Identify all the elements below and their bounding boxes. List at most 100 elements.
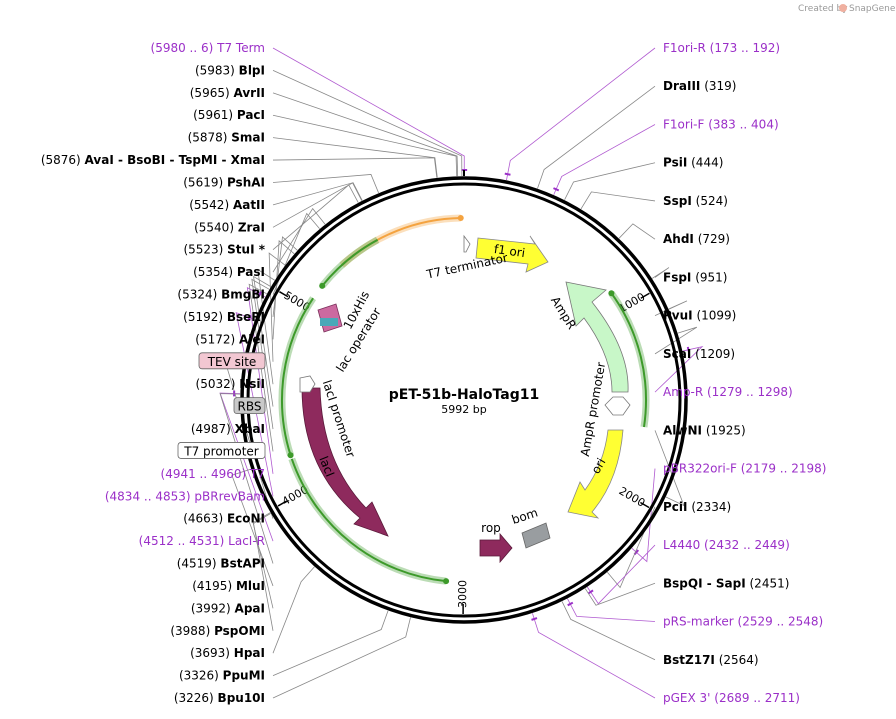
site-text: (5542) AatII [189, 198, 265, 212]
site-label-pbrrevbam[interactable]: (4834 .. 4853) pBRrevBam [105, 489, 265, 503]
site-text: PciI (2334) [663, 500, 731, 514]
site-label-paci[interactable]: (5961) PacI [193, 108, 265, 122]
site-label-hpai[interactable]: (3693) HpaI [190, 646, 265, 660]
site-label-bseri[interactable]: (5192) BseRI [183, 310, 265, 324]
laci-arrow[interactable] [301, 387, 389, 537]
f1-ori-arrow[interactable] [475, 235, 549, 273]
bom-box[interactable] [521, 522, 551, 549]
site-label-pcii[interactable]: PciI (2334) [663, 500, 731, 514]
site-text: (5619) PshAI [183, 175, 265, 189]
rop-arrow[interactable] [479, 532, 513, 564]
ampr-arrow[interactable] [565, 281, 629, 393]
site-text: (4834 .. 4853) pBRrevBam [105, 489, 265, 503]
site-text: (4519) BstAPI [177, 557, 265, 571]
outer-feature-arc[interactable] [321, 238, 379, 287]
site-label-blpi[interactable]: (5983) BlpI [195, 63, 265, 77]
site-label-laci-r[interactable]: (4512 .. 4531) LacI-R [139, 534, 265, 548]
site-label-f1ori-r[interactable]: F1ori-R (173 .. 192) [663, 41, 780, 55]
site-label-avrii[interactable]: (5965) AvrII [190, 86, 265, 100]
site-label-pgex-3[interactable]: pGEX 3' (2689 .. 2711) [663, 691, 800, 705]
leader-line [272, 617, 411, 699]
outer-feature-arc[interactable] [341, 217, 461, 266]
site-position: (5324) [177, 288, 221, 302]
leader-line [272, 92, 459, 177]
site-label-pvui[interactable]: PvuI (1099) [663, 309, 736, 323]
site-name: BstAPI [220, 557, 265, 571]
feature-box [177, 442, 266, 459]
site-name: ZraI [238, 220, 265, 234]
site-position: (5542) [189, 198, 233, 212]
site-label-fspi[interactable]: FspI (951) [663, 270, 728, 284]
laci-promoter-marker[interactable] [299, 375, 316, 393]
outer-feature-arc[interactable] [610, 292, 647, 428]
site-position: (383 .. 404) [704, 117, 778, 131]
site-label-bstz17i[interactable]: BstZ17I (2564) [663, 653, 759, 667]
site-label-draiii[interactable]: DraIII (319) [663, 79, 736, 93]
site-name: AvaI - BsoBI - TspMI - XmaI [85, 153, 265, 167]
site-label-ppumi[interactable]: (3326) PpuMI [179, 669, 265, 683]
t7-terminator-marker[interactable] [463, 234, 471, 253]
leader-line [272, 137, 438, 178]
primer-mark [531, 617, 538, 621]
leader-line [272, 207, 326, 273]
site-label-rbs[interactable]: RBS [233, 397, 266, 415]
site-label-alwni[interactable]: AlwNI (1925) [663, 423, 746, 437]
site-label-l4440[interactable]: L4440 (2432 .. 2449) [663, 538, 790, 552]
site-name: BspQI - SapI [663, 576, 746, 590]
site-label-alei[interactable]: (5172) AleI [195, 332, 265, 346]
leader-line [651, 267, 670, 279]
site-label-tev-site[interactable]: TEV site [198, 352, 266, 370]
site-label-psii[interactable]: PsiI (444) [663, 156, 723, 170]
site-label-bstapi[interactable]: (4519) BstAPI [177, 557, 265, 571]
site-label-amp-r[interactable]: Amp-R (1279 .. 1298) [663, 385, 793, 399]
outer-feature-arrowhead [287, 452, 294, 459]
site-label-smai[interactable]: (5878) SmaI [188, 131, 265, 145]
primer-mark [587, 589, 594, 595]
outer-feature-arc[interactable] [290, 458, 447, 583]
site-name: pBR322ori-F [663, 462, 737, 476]
outer-feature-arc[interactable] [281, 297, 314, 456]
site-label-f1ori-f[interactable]: F1ori-F (383 .. 404) [663, 117, 779, 131]
site-label-prs-marker[interactable]: pRS-marker (2529 .. 2548) [663, 615, 823, 629]
site-position: (4519) [177, 557, 221, 571]
ampr-promoter-marker[interactable] [604, 396, 631, 416]
primer-mark [257, 291, 263, 298]
site-label-zrai[interactable]: (5540) ZraI [194, 220, 265, 234]
site-label-nsii[interactable]: (5032) NsiI [196, 377, 265, 391]
site-label-pspomi[interactable]: (3988) PspOMI [170, 624, 265, 638]
site-label-scai[interactable]: ScaI (1209) [663, 347, 735, 361]
site-label-t7-term[interactable]: (5980 .. 6) T7 Term [151, 41, 265, 55]
leader-line [272, 239, 295, 340]
site-label-t7[interactable]: (4941 .. 4960) T7 [161, 467, 265, 481]
site-label-pshai[interactable]: (5619) PshAI [183, 175, 265, 189]
site-label-bmgbi[interactable]: (5324) BmgBI [177, 288, 265, 302]
leader-line [580, 191, 656, 210]
site-label-aatii[interactable]: (5542) AatII [189, 198, 265, 212]
site-label-stui[interactable]: (5523) StuI * [183, 243, 265, 257]
site-label-t7-promoter[interactable]: T7 promoter [177, 442, 266, 459]
site-label-ahdi[interactable]: AhdI (729) [663, 232, 730, 246]
ori-arrow[interactable] [567, 429, 624, 519]
site-position: (173 .. 192) [706, 41, 780, 55]
site-name: AvrII [233, 86, 265, 100]
site-text: (5961) PacI [193, 108, 265, 122]
primer-mark [686, 346, 691, 353]
site-text: (5540) ZraI [194, 220, 265, 234]
site-label-mlui[interactable]: (4195) MluI [192, 579, 265, 593]
site-label-bpu10i[interactable]: (3226) Bpu10I [174, 691, 265, 705]
site-position: (1279 .. 1298) [703, 385, 793, 399]
site-label-apai[interactable]: (3992) ApaI [191, 601, 265, 615]
leader-line [272, 174, 379, 194]
site-label-pasi[interactable]: (5354) PasI [193, 265, 265, 279]
leader-line [272, 182, 363, 206]
site-text: BstZ17I (2564) [663, 653, 759, 667]
site-label-sspi[interactable]: SspI (524) [663, 194, 728, 208]
site-label-avai-bsobi-tspmi-xmai[interactable]: (5876) AvaI - BsoBI - TspMI - XmaI [41, 153, 265, 167]
site-label-pbr322ori-f[interactable]: pBR322ori-F (2179 .. 2198) [663, 462, 826, 476]
site-name: PpuMI [223, 669, 265, 683]
site-label-econi[interactable]: (4663) EcoNI [183, 512, 265, 526]
site-label-xbai[interactable]: (4987) XbaI [191, 422, 265, 436]
site-name: T7 [249, 467, 265, 481]
site-label-bspqi-sapi[interactable]: BspQI - SapI (2451) [663, 576, 789, 590]
